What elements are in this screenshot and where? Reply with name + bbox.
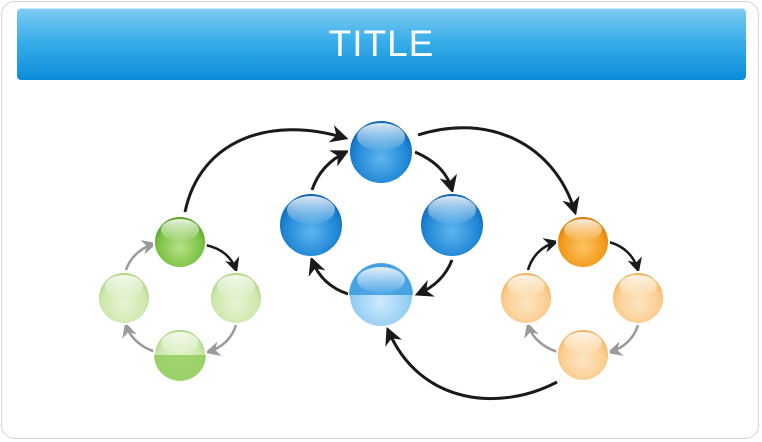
blue-node-right (419, 192, 485, 258)
orange-node-right (611, 271, 665, 325)
green-cycle-arrow-left-top (124, 240, 157, 271)
orange-cycle-arrow-right-bottom (607, 324, 640, 356)
green-cycle-arrow-top-right (204, 243, 240, 273)
blue-node-left (278, 192, 344, 258)
green-node-bottom (153, 328, 207, 382)
orange-cycle-arrow-top-right (608, 240, 642, 273)
blue-cycle-arrow-bottom-left (308, 256, 349, 296)
green-node-left (97, 271, 151, 325)
link-arrow-green-to-blue (183, 125, 349, 213)
page-title: TITLE (328, 23, 435, 64)
link-arrow-orange-to-blue (385, 326, 558, 401)
blue-cycle-arrow-top-right (414, 150, 457, 194)
orange-node-bottom (556, 328, 610, 382)
green-node-right (209, 271, 263, 325)
link-arrow-blue-to-orange (417, 126, 580, 216)
orange-cycle-arrow-bottom-left (524, 322, 559, 354)
green-cycle-arrow-right-bottom (205, 324, 238, 356)
blue-cycle-arrow-right-bottom (414, 259, 454, 297)
blue-cycle-arrow-left-top (310, 150, 350, 191)
orange-cycle-arrow-left-top (526, 238, 559, 271)
green-cycle-arrow-bottom-left (122, 322, 157, 354)
green-node-top (153, 215, 207, 269)
orange-node-left (499, 271, 553, 325)
blue-node-top (348, 119, 414, 185)
orange-node-top (556, 215, 610, 269)
title-bar: TITLE (17, 8, 746, 80)
blue-node-bottom (348, 262, 414, 328)
